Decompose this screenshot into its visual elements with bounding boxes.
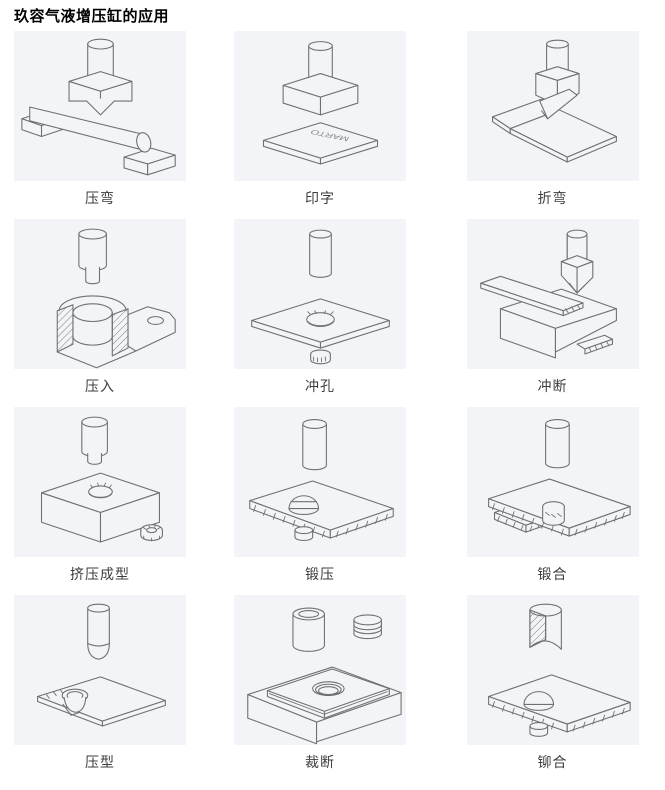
- hole-punching-illustration: [234, 219, 406, 369]
- press-fitting-illustration: [14, 219, 186, 369]
- application-label: 折弯: [537, 190, 568, 206]
- application-label: 挤压成型: [70, 566, 130, 582]
- cell-riveting: 铆合: [440, 592, 665, 780]
- page-title: 玖容气液增压缸的应用: [14, 8, 170, 25]
- cell-extrusion-forming: 挤压成型: [0, 404, 200, 592]
- press-forming-illustration: [14, 595, 186, 745]
- application-label: 锻压: [305, 566, 335, 582]
- cell-punch-cutting: 冲断: [440, 216, 665, 404]
- application-label: 锻合: [537, 566, 568, 582]
- cell-fold-bending: 折弯: [440, 28, 665, 216]
- application-label: 压入: [85, 378, 115, 394]
- cell-blank-cutting: 裁断: [200, 592, 440, 780]
- cell-press-fitting: 压入: [0, 216, 200, 404]
- cell-forge-joining: 锻合: [440, 404, 665, 592]
- applications-grid: 压弯 MARTO 印字: [0, 28, 665, 780]
- cell-forging: 锻压: [200, 404, 440, 592]
- stamp-marking-illustration: MARTO: [234, 31, 406, 181]
- forging-illustration: [234, 407, 406, 557]
- cell-press-bending: 压弯: [0, 28, 200, 216]
- press-bending-illustration: [14, 31, 186, 181]
- cell-stamp-marking: MARTO 印字: [200, 28, 440, 216]
- application-label: 印字: [305, 190, 335, 206]
- forge-joining-illustration: [466, 407, 639, 557]
- application-label: 压弯: [85, 190, 115, 206]
- application-label: 冲孔: [305, 378, 335, 394]
- application-label: 裁断: [305, 754, 335, 770]
- application-label: 铆合: [537, 754, 568, 770]
- extrusion-forming-illustration: [14, 407, 186, 557]
- blank-cutting-illustration: [234, 595, 406, 745]
- fold-bending-illustration: [466, 31, 639, 181]
- application-label: 压型: [85, 754, 115, 770]
- application-label: 冲断: [537, 378, 568, 394]
- punch-cutting-illustration: [466, 219, 639, 369]
- cell-press-forming: 压型: [0, 592, 200, 780]
- cell-hole-punching: 冲孔: [200, 216, 440, 404]
- riveting-illustration: [466, 595, 639, 745]
